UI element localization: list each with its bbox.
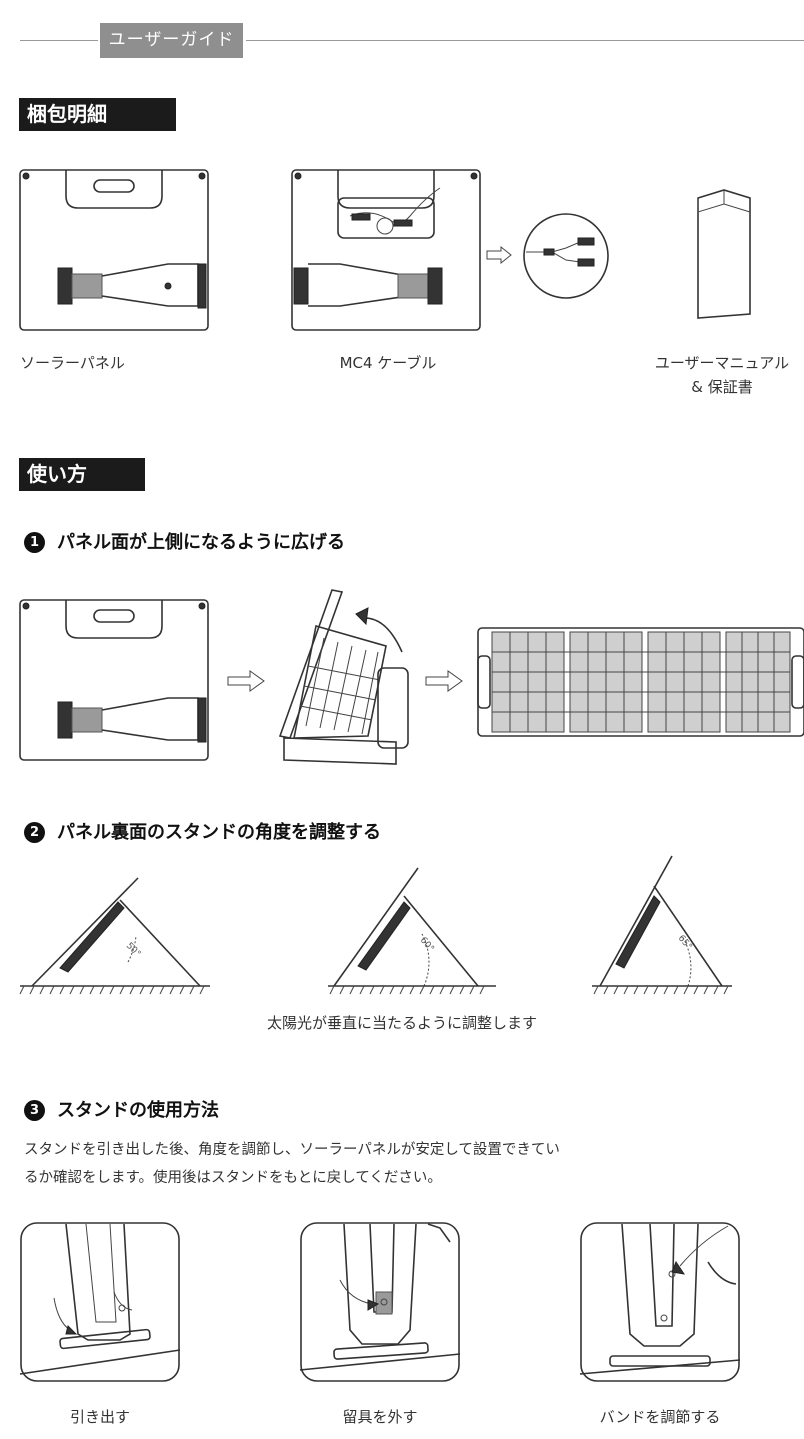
adjust-band-illustration bbox=[579, 1222, 741, 1382]
remove-fastener-illustration bbox=[299, 1222, 461, 1382]
arrow-right-icon bbox=[486, 245, 512, 265]
header-rule-right bbox=[246, 40, 804, 41]
stand-pull-out-illustration bbox=[19, 1222, 181, 1382]
user-guide-tag: ユーザーガイド bbox=[100, 23, 243, 58]
step-3-title-text: スタンドの使用方法 bbox=[57, 1100, 219, 1121]
item-label-mc4-cable: MC4 ケーブル bbox=[339, 354, 437, 372]
header-rule-left bbox=[20, 40, 98, 41]
step-3-image-label-3: バンドを調節する bbox=[599, 1408, 721, 1426]
angle-label-1: 50° bbox=[124, 941, 142, 959]
unfolding-panel-illustration bbox=[278, 589, 409, 765]
unfolded-panel-illustration bbox=[477, 627, 804, 737]
step-1-title-text: パネル面が上側になるように広げる bbox=[57, 532, 345, 553]
arrow-right-icon bbox=[227, 670, 265, 692]
stand-angle-3-illustration: 65° bbox=[592, 855, 732, 995]
step-1-number: 1 bbox=[24, 532, 45, 553]
folded-panel-illustration bbox=[19, 599, 209, 761]
step-3-description: スタンドを引き出した後、角度を調節し、ソーラーパネルが安定して設置できてい るか… bbox=[24, 1136, 674, 1192]
mc4-cable-illustration bbox=[291, 169, 481, 331]
step-3-description-line-1: スタンドを引き出した後、角度を調節し、ソーラーパネルが安定して設置できてい bbox=[24, 1142, 560, 1158]
item-label-manual-line2: & 保証書 bbox=[691, 378, 753, 396]
arrow-right-icon bbox=[425, 670, 463, 692]
item-label-solar-panel: ソーラーパネル bbox=[20, 354, 125, 372]
angle-label-3: 65° bbox=[676, 934, 694, 953]
step-3-number: 3 bbox=[24, 1100, 45, 1121]
step-3-description-line-2: るか確認をします。使用後はスタンドをもとに戻してください。 bbox=[24, 1170, 442, 1186]
step-3-image-label-2: 留具を外す bbox=[342, 1408, 418, 1426]
step-2-title: 2 パネル裏面のスタンドの角度を調整する bbox=[24, 818, 381, 844]
angle-label-2: 60° bbox=[418, 936, 436, 955]
stand-angle-2-illustration: 60° bbox=[328, 867, 496, 995]
usage-heading: 使い方 bbox=[19, 458, 145, 491]
step-2-title-text: パネル裏面のスタンドの角度を調整する bbox=[57, 822, 381, 843]
step-3-title: 3 スタンドの使用方法 bbox=[24, 1096, 219, 1122]
user-manual-illustration bbox=[697, 189, 751, 319]
stand-angle-1-illustration: 50° bbox=[19, 877, 210, 995]
step-3-image-label-1: 引き出す bbox=[69, 1408, 130, 1426]
solar-panel-illustration bbox=[19, 169, 209, 331]
step-2-caption: 太陽光が垂直に当たるように調整します bbox=[266, 1014, 537, 1032]
item-label-manual-line1: ユーザーマニュアル bbox=[654, 354, 790, 372]
step-1-title: 1 パネル面が上側になるように広げる bbox=[24, 528, 345, 554]
mc4-connector-zoom-icon bbox=[523, 213, 609, 299]
step-2-number: 2 bbox=[24, 822, 45, 843]
contents-heading: 梱包明細 bbox=[19, 98, 176, 131]
